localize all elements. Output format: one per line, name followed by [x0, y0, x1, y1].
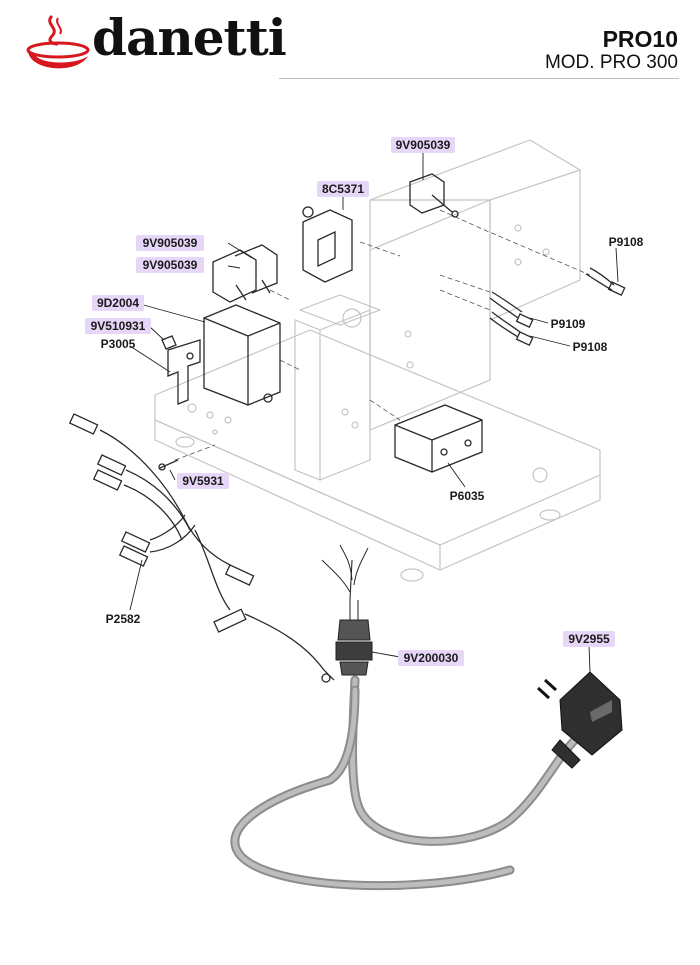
toggle-switch-top [409, 173, 459, 218]
label-switch-left-a: 9V905039 [136, 235, 204, 251]
pressostat [302, 206, 353, 283]
brand-name: danetti [92, 8, 287, 67]
label-lamp-a: P9108 [609, 235, 644, 249]
svg-text:9D2004: 9D2004 [97, 296, 139, 310]
wiring-harness [68, 413, 335, 683]
svg-text:9V905039: 9V905039 [143, 258, 198, 272]
svg-text:P2582: P2582 [106, 612, 141, 626]
svg-text:9V510931: 9V510931 [91, 319, 146, 333]
label-lamp-b: P9109 [551, 317, 586, 331]
label-screw-small: 9V510931 [85, 318, 151, 334]
screw [158, 459, 179, 471]
svg-text:8C5371: 8C5371 [322, 182, 364, 196]
svg-text:P9108: P9108 [573, 340, 608, 354]
svg-text:P6035: P6035 [450, 489, 485, 503]
label-cable-gland: 9V200030 [398, 650, 464, 666]
label-harness: P2582 [106, 612, 141, 626]
svg-text:9V200030: 9V200030 [404, 651, 459, 665]
assembly-guide-lines [174, 209, 591, 461]
model-subtitle: MOD. PRO 300 [544, 52, 678, 73]
power-cord [230, 544, 580, 891]
label-switch-left-b: 9V905039 [136, 257, 204, 273]
machine-frame [154, 139, 601, 582]
label-plug: 9V2955 [563, 631, 615, 647]
cable-gland [335, 600, 373, 676]
svg-text:P9108: P9108 [609, 235, 644, 249]
model-title: PRO10 [602, 26, 678, 52]
indicator-lamps [489, 267, 626, 347]
svg-text:9V905039: 9V905039 [396, 138, 451, 152]
bracket-plate [167, 339, 201, 405]
svg-text:P3005: P3005 [101, 337, 136, 351]
header-divider [279, 78, 679, 79]
label-screw: 9V5931 [177, 473, 229, 489]
display-module [394, 404, 483, 473]
leader-lines [129, 153, 619, 673]
label-pressostat: 8C5371 [317, 181, 369, 197]
danetti-logo [26, 14, 90, 69]
small-screw [161, 335, 177, 350]
label-lamp-c: P9108 [573, 340, 608, 354]
svg-text:9V905039: 9V905039 [143, 236, 198, 250]
svg-text:P9109: P9109 [551, 317, 586, 331]
label-solenoid: 9D2004 [92, 295, 144, 311]
svg-text:9V5931: 9V5931 [182, 474, 224, 488]
svg-text:9V2955: 9V2955 [568, 632, 610, 646]
solenoid-coil [203, 304, 281, 406]
label-display: P6035 [450, 489, 485, 503]
label-bracket: P3005 [101, 337, 136, 351]
label-switch-top: 9V905039 [391, 137, 455, 153]
schuko-plug [536, 671, 623, 769]
